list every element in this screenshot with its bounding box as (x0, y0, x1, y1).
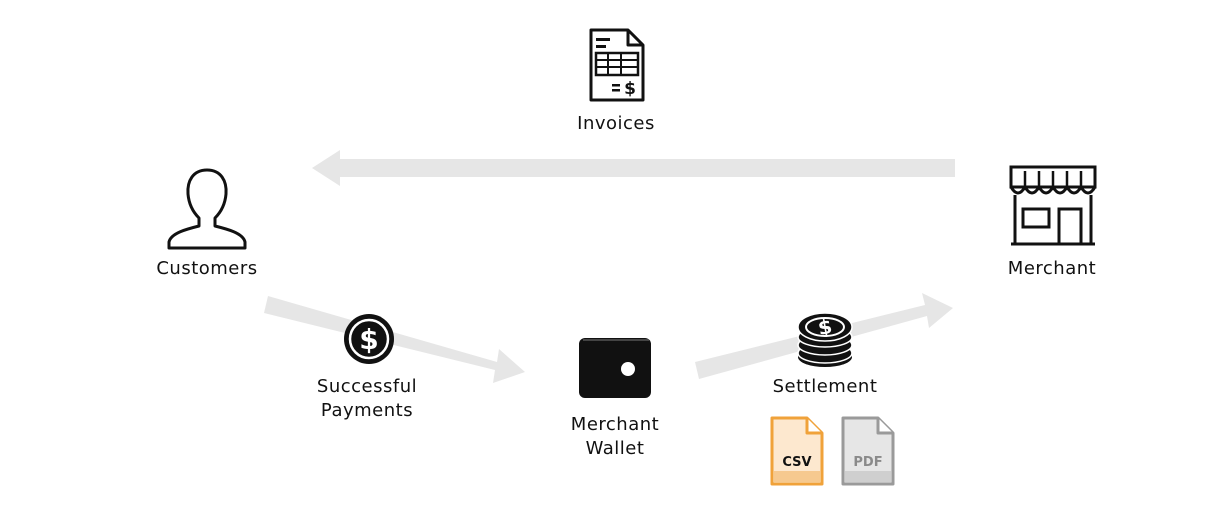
wallet-label-line1: Merchant (570, 414, 660, 435)
invoice-icon: $ (589, 28, 645, 102)
csv-file-label: CSV (782, 455, 811, 470)
wallet-label-line2: Wallet (585, 438, 645, 459)
user-silhouette-icon (167, 168, 247, 250)
svg-text:$: $ (816, 314, 834, 340)
arrow-merchant-to-customers (312, 150, 955, 186)
payments-label: Successful Payments (317, 375, 417, 423)
settlement-label: Settlement (772, 376, 878, 397)
merchant-label: Merchant (1007, 258, 1097, 279)
wallet-icon (579, 338, 651, 398)
csv-file-icon[interactable]: CSV (769, 415, 825, 487)
wallet-label: Merchant Wallet (571, 413, 659, 461)
pdf-file-icon[interactable]: PDF (840, 415, 896, 487)
arrow-customers-to-wallet (264, 296, 525, 383)
storefront-icon (1009, 165, 1097, 246)
invoices-label: Invoices (577, 113, 655, 134)
customers-label: Customers (156, 258, 258, 279)
svg-text:$: $ (624, 79, 636, 99)
payments-label-line1: Successful (316, 376, 418, 397)
svg-text:$: $ (359, 323, 378, 356)
payments-label-line2: Payments (320, 400, 414, 421)
coin-stack-icon: $ (797, 312, 853, 367)
pdf-file-label: PDF (853, 455, 882, 470)
dollar-coin-icon: $ (344, 314, 394, 364)
